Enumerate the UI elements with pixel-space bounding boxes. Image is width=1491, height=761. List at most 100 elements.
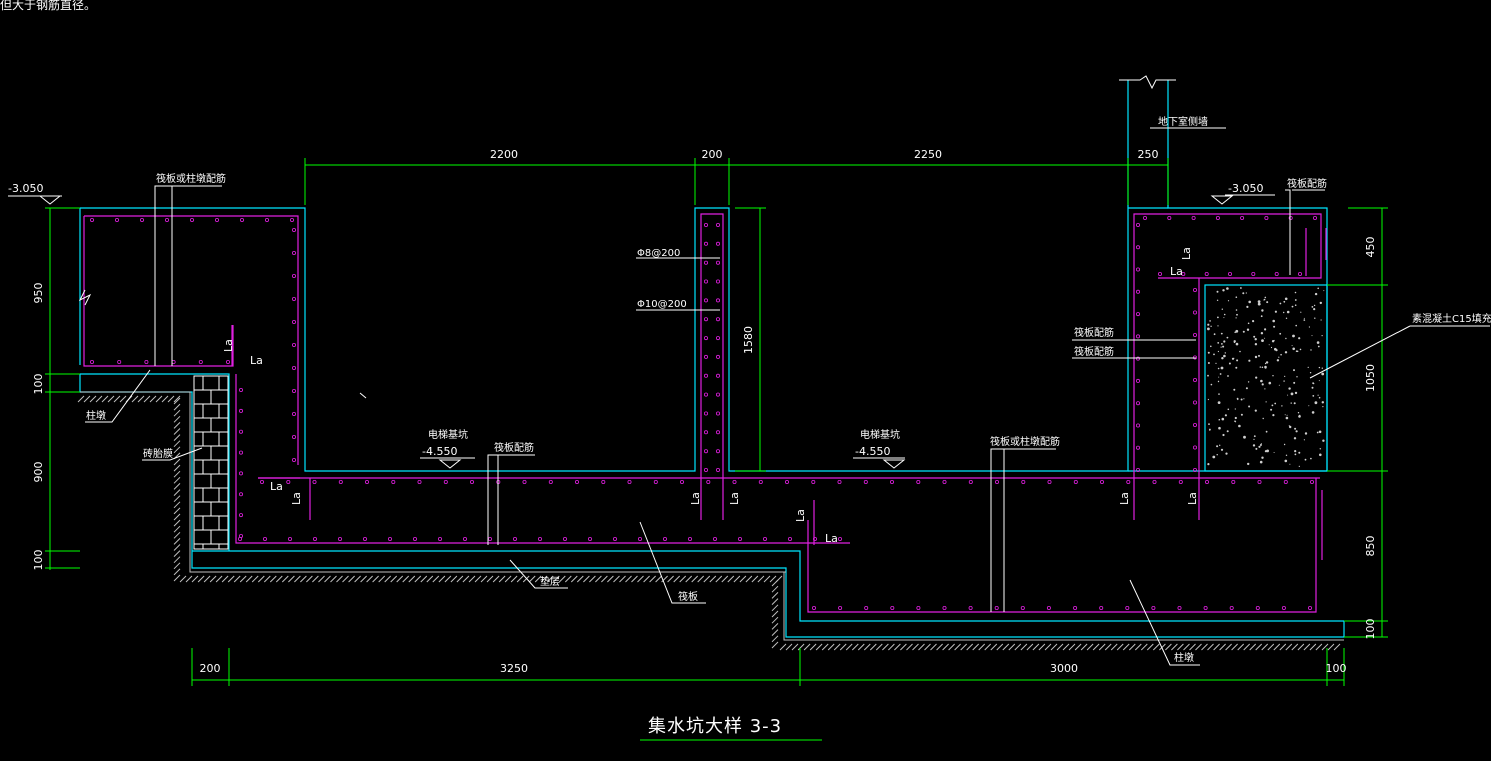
fill-speck [1314,292,1318,296]
ground-hatch-tick [751,575,759,583]
ground-hatch-tick [546,575,554,583]
rebar-lines [83,213,1327,613]
ground-hatch-tick [1002,643,1010,651]
rebar-dot [763,537,768,542]
ground-hatch-tick [113,395,121,403]
ground-hatch-tick [655,575,662,583]
ground-hatch-tick [438,575,446,583]
fill-speck [1261,309,1264,312]
ground-hatch-tick [900,643,907,651]
fill-speck [1300,311,1302,313]
fill-speck [1260,332,1264,335]
fill-speck [1283,300,1286,303]
ground-hatch-tick [637,575,644,583]
fill-speck [1264,366,1267,369]
ground-hatch-tick [378,575,386,583]
ground-hatch-tick [275,575,283,583]
ground-hatch-tick [739,575,747,583]
ground-hatch-tick [1038,643,1046,651]
fill-speck [1312,382,1315,385]
rebar-dot [225,359,230,364]
fill-speck [1280,353,1282,356]
fill-speck [1254,338,1257,341]
ground-hatch-tick [408,575,416,583]
rebar-dot [706,479,711,484]
fill-speck [1293,402,1296,405]
la-label-11: La [1118,492,1131,505]
rebar-dot [338,479,343,484]
ground-hatch-tick [155,395,163,403]
fill-speck [1234,331,1236,334]
fill-speck [1292,334,1295,338]
ground-hatch-tick [607,575,614,583]
fill-speck [1235,342,1239,346]
ground-hatch-tick [769,575,777,583]
rebar-dot [291,388,296,393]
fill-speck [1283,311,1285,314]
la-label-3: La [270,480,283,493]
fill-speck [1321,335,1323,337]
ground-hatch-tick [882,643,889,651]
ground-hatch-tick [173,403,181,411]
fill-speck [1310,457,1312,460]
fill-speck [1217,342,1220,344]
ground-hatch-tick [1171,643,1178,651]
ground-hatch-tick [875,643,883,651]
ground-hatch-tick [173,476,181,484]
rebar-dot [291,296,296,301]
rebar-dot [1281,606,1286,611]
rebar-dot [1193,400,1198,405]
ground-hatch-tick [771,623,779,630]
rebar-dot [1143,215,1148,220]
dim-left-100a: 100 [32,374,45,395]
fill-speck [1252,320,1255,323]
fill-speck [1260,379,1263,383]
fill-speck [1310,349,1312,351]
ground-hatch-tick [613,575,620,583]
fill-speck [1235,366,1238,369]
ground-hatch-tick [703,575,711,583]
fill-speck [1213,333,1216,336]
fill-speck [1319,301,1323,305]
fill-speck [1260,315,1263,318]
rebar-dot [259,479,264,484]
ground-hatch-tick [924,643,931,651]
ground-hatch-tick [936,643,943,651]
fill-speck [1227,375,1229,377]
rebar-dot [1151,606,1156,611]
fill-speck [1286,310,1290,314]
rebar-mid-right-1: 筏板配筋 [1074,326,1114,339]
ground-hatch-tick [300,575,307,583]
ground-hatch-tick [667,575,674,583]
rebar-dot [1177,606,1182,611]
fill-speck [1295,324,1297,327]
ground-hatch-tick [1152,643,1160,651]
dim-left-950: 950 [32,283,45,304]
fill-speck [1236,359,1239,362]
rebar-dot [1136,467,1141,472]
fill-speck [1216,290,1219,293]
rebar-dot [1136,267,1141,272]
ground-hatch-tick [948,643,955,651]
ground-hatch-tick [833,643,841,651]
fill-speck [1217,367,1220,370]
fill-speck [1290,402,1292,404]
rebar-dot [1193,287,1198,292]
rebar-dot [704,430,709,435]
ground-hatch-tick [1062,643,1070,651]
ground-hatch-tick [1026,643,1034,651]
rebar-dot [864,606,869,611]
cushion-label: 垫层 [540,575,560,588]
dim-right-450: 450 [1364,237,1377,258]
ground-hatch-tick [1201,643,1208,651]
rebar-dot [680,479,685,484]
ground-hatch-tick [827,643,835,651]
ground-hatch-tick [251,575,259,583]
rebar-dot [716,449,721,454]
dim-top-250: 250 [1138,148,1159,161]
fill-speck [1247,381,1250,383]
fill-speck [1259,460,1263,464]
ground-hatch-tick [366,575,373,583]
fill-speck [1222,289,1225,292]
